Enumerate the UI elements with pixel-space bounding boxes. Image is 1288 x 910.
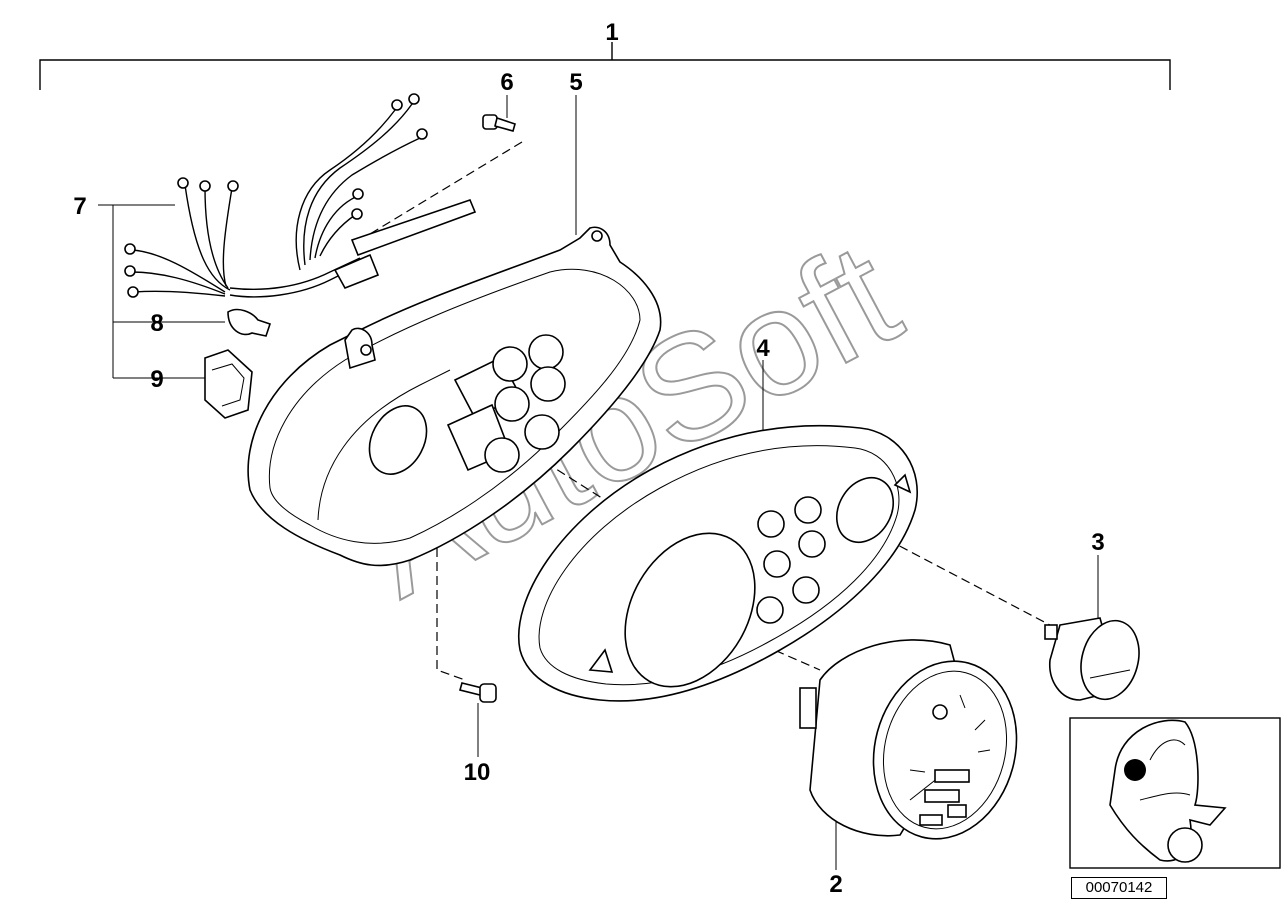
screw-part-10 bbox=[459, 682, 497, 703]
speedometer-part-2 bbox=[799, 639, 1018, 840]
front-cover-part-4 bbox=[518, 424, 918, 702]
callout-4: 4 bbox=[756, 335, 770, 362]
callout-3: 3 bbox=[1091, 529, 1104, 556]
callout-9: 9 bbox=[150, 366, 163, 393]
bulb-part-8 bbox=[227, 308, 272, 337]
assembly-bracket bbox=[39, 42, 1171, 90]
lamp-sockets bbox=[446, 334, 566, 473]
callout-2: 2 bbox=[829, 871, 842, 898]
connector-part-9 bbox=[204, 349, 253, 419]
reference-number: 00070142 bbox=[1071, 877, 1167, 899]
callout-7: 7 bbox=[73, 193, 86, 220]
callout-1: 1 bbox=[605, 19, 618, 46]
callout-8: 8 bbox=[150, 310, 163, 337]
wiring-harness-part-7 bbox=[124, 93, 477, 298]
location-marker bbox=[1124, 759, 1146, 781]
gauge-part-3 bbox=[1044, 617, 1140, 701]
screw-part-6 bbox=[482, 114, 516, 132]
callout-6: 6 bbox=[500, 69, 513, 96]
callout-10: 10 bbox=[464, 759, 491, 786]
location-inset bbox=[1069, 717, 1281, 869]
housing-part-5 bbox=[247, 226, 662, 567]
callout-5: 5 bbox=[569, 69, 582, 96]
